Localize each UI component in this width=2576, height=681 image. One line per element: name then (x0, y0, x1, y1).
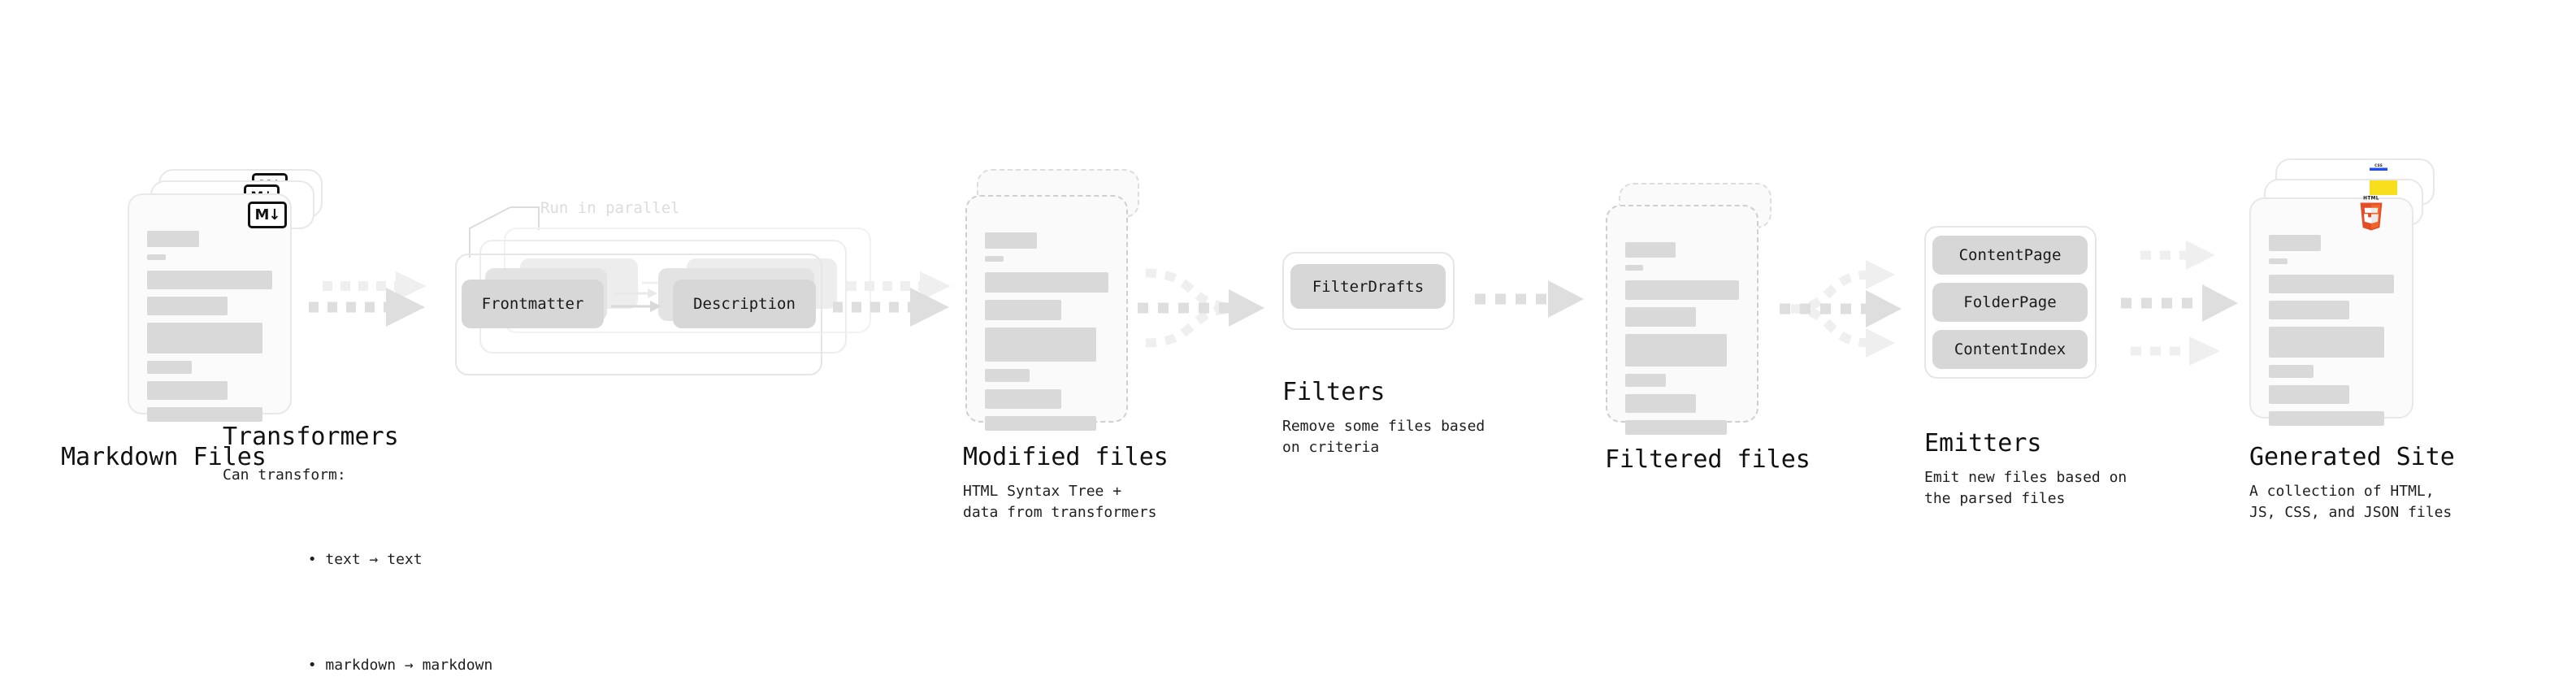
content-bar (1625, 334, 1727, 367)
arrow-markdown-to-transformers (309, 271, 427, 327)
stage-title-markdown-files: Markdown Files (61, 443, 267, 471)
stage-subtitle-emitters: Emit new files based on the parsed files (1924, 469, 2127, 507)
content-bar (147, 407, 262, 422)
content-bar (1625, 394, 1696, 413)
content-bar (985, 416, 1096, 431)
arrow-emitters-to-site (2121, 241, 2238, 366)
content-bar (2269, 235, 2321, 251)
site-file-card-html[interactable] (2249, 197, 2413, 426)
stage-subtitle-filters: Remove some files based on criteria (1282, 418, 1485, 456)
js-icon (2370, 180, 2397, 195)
content-bar (985, 369, 1030, 382)
content-bar (1625, 242, 1676, 258)
filtered-file-card-front[interactable] (1606, 205, 1759, 435)
content-bar (2269, 275, 2394, 293)
run-in-parallel-bracket (469, 206, 540, 258)
filtered-file-content (1625, 242, 1739, 442)
arrow-transformers-to-modified (833, 271, 951, 327)
emitters-chip-contentindex[interactable]: ContentIndex (1932, 330, 2088, 369)
transformer-chip-frontmatter[interactable]: Frontmatter (462, 280, 604, 328)
markdown-file-card-front[interactable] (128, 193, 292, 422)
markdown-icon: M↓ (248, 202, 287, 228)
content-bar (147, 271, 272, 289)
stage-subtitle-transformers: Can transform: (223, 466, 346, 484)
content-bar (985, 327, 1096, 362)
content-bar (147, 297, 228, 315)
content-bar (147, 361, 193, 374)
html5-icon: HTML (2360, 197, 2383, 231)
run-in-parallel-label: Run in parallel (540, 199, 680, 217)
svg-text:HTML: HTML (2363, 197, 2379, 202)
site-file-content (2269, 235, 2394, 433)
content-bar (1625, 374, 1667, 387)
transformers-bullet-list: • text → text • markdown → markdown • ht… (223, 486, 493, 681)
transformer-arrow-mid (614, 288, 657, 298)
content-bar (147, 254, 166, 260)
content-bar (1625, 265, 1643, 271)
list-item: • markdown → markdown (307, 657, 493, 674)
content-bar (985, 300, 1062, 320)
content-bar (985, 272, 1108, 293)
transformer-chip-description[interactable]: Description (673, 280, 816, 328)
content-bar (2269, 301, 2349, 319)
list-item-label: markdown → markdown (325, 657, 493, 674)
arrow-filtered-to-emitters (1780, 260, 1902, 358)
emitters-chip-contentpage[interactable]: ContentPage (1932, 236, 2088, 275)
list-item-label: text → text (325, 551, 423, 568)
content-bar (1625, 280, 1739, 300)
stage-title-emitters: Emitters (1924, 429, 2042, 458)
svg-text:CSS: CSS (2374, 163, 2383, 168)
content-bar (1625, 307, 1696, 327)
markdown-file-content (147, 231, 272, 429)
filters-chip-filterdrafts[interactable]: FilterDrafts (1290, 264, 1446, 309)
stage-title-generated-site: Generated Site (2249, 443, 2455, 471)
content-bar (147, 231, 199, 247)
content-bar (147, 323, 262, 354)
modified-file-card-front[interactable] (965, 195, 1128, 431)
emitters-box[interactable] (1924, 226, 2097, 379)
content-bar (2269, 365, 2314, 378)
content-bar (985, 256, 1004, 262)
content-bar (2269, 327, 2384, 358)
content-bar (985, 389, 1062, 409)
content-bar (1625, 420, 1727, 435)
filters-box[interactable] (1282, 252, 1455, 330)
stage-title-modified-files: Modified files (963, 443, 1169, 471)
content-bar (147, 381, 228, 400)
arrow-modified-to-filters (1138, 268, 1264, 348)
content-bar (985, 232, 1037, 249)
content-bar (2269, 411, 2384, 426)
stage-title-filters: Filters (1282, 378, 1386, 406)
transformer-arrow-front (611, 301, 661, 312)
stage-subtitle-modified-files: HTML Syntax Tree + data from transformer… (963, 483, 1157, 521)
transformer-box-front[interactable] (455, 254, 822, 375)
stage-title-filtered-files: Filtered files (1605, 445, 1811, 474)
modified-file-content (985, 232, 1108, 438)
list-item: • text → text (307, 551, 423, 568)
arrow-filters-to-filtered (1475, 280, 1584, 318)
stage-subtitle-generated-site: A collection of HTML, JS, CSS, and JSON … (2249, 483, 2452, 521)
content-bar (2269, 258, 2288, 264)
stage-title-transformers: Transformers (223, 423, 399, 451)
content-bar (2269, 385, 2349, 404)
css-icon: CSS (2370, 163, 2387, 171)
emitters-chip-folderpage[interactable]: FolderPage (1932, 283, 2088, 322)
